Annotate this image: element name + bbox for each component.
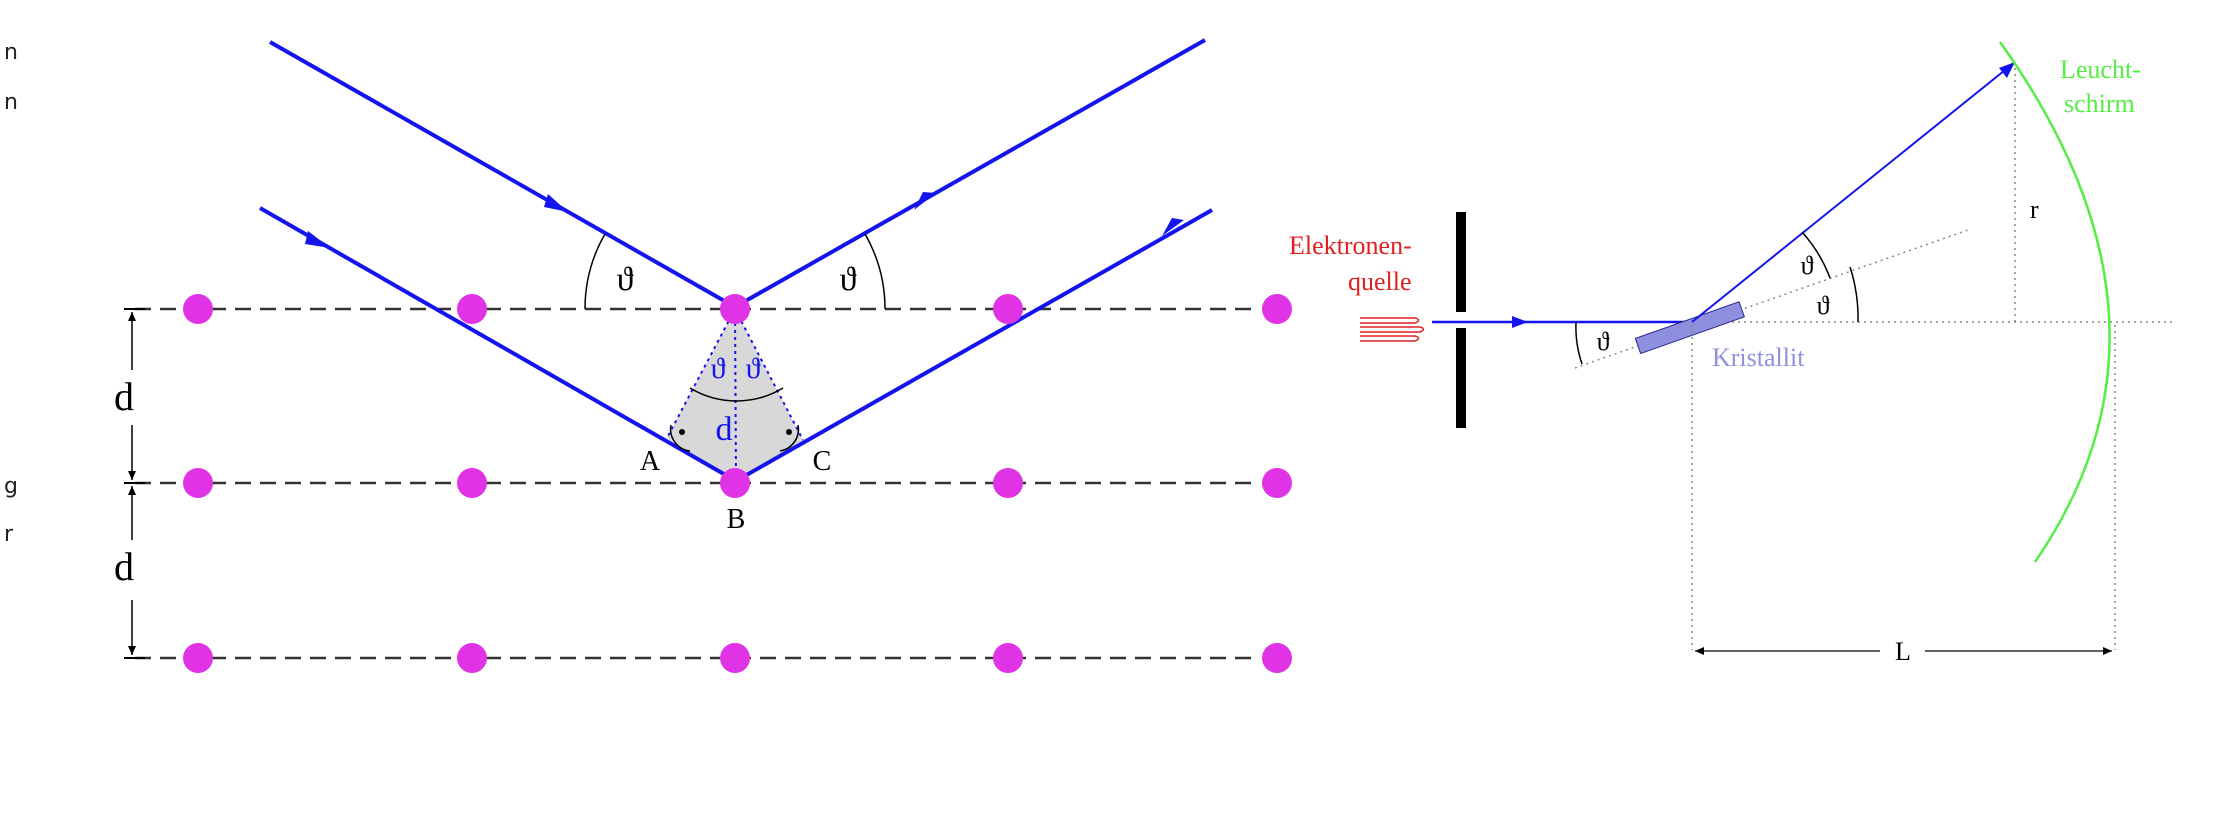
angle-arc-right xyxy=(864,233,886,310)
electron-diffraction-apparatus: Elektronen- quelle Kristallit ϑ ϑ xyxy=(1289,41,2175,666)
lattice-atom xyxy=(993,294,1023,324)
incident-beam-upper xyxy=(269,40,736,309)
point-label-A: A xyxy=(640,446,661,477)
right-angle-dot-A xyxy=(679,429,685,435)
beam-arrowhead-4 xyxy=(1162,218,1184,236)
source-label-line2: quelle xyxy=(1348,267,1412,296)
right-angle-mark-C xyxy=(779,424,800,452)
beam-arrowhead-1 xyxy=(544,194,568,212)
diffracted-beam xyxy=(1691,61,2016,323)
r-label: r xyxy=(2030,195,2039,224)
spacing-label-inner: d xyxy=(716,411,733,448)
lattice-atom xyxy=(457,468,487,498)
lattice-atom xyxy=(993,643,1023,673)
lattice-atom xyxy=(183,294,213,324)
lattice-atom xyxy=(1262,294,1292,324)
point-label-C: C xyxy=(813,446,832,477)
incident-beam-arrowhead xyxy=(1512,316,1528,328)
reflected-beam-upper xyxy=(734,38,1206,309)
lattice-atoms xyxy=(183,294,1292,673)
screen-label-line1: Leucht- xyxy=(2060,55,2141,84)
screen-label-line2: schirm xyxy=(2064,89,2135,118)
L-label: L xyxy=(1895,637,1911,666)
edge-text-4: r xyxy=(4,522,14,547)
apparatus-theta-1: ϑ xyxy=(1801,251,1814,280)
theta-label-left: ϑ xyxy=(617,261,634,298)
apparatus-theta-2: ϑ xyxy=(1817,291,1830,320)
aperture-upper xyxy=(1456,212,1466,312)
electron-source-icon xyxy=(1360,317,1425,342)
lattice-atom xyxy=(457,294,487,324)
incident-beam-lower xyxy=(259,206,737,483)
theta-label-right: ϑ xyxy=(840,261,857,298)
aperture-lower xyxy=(1456,328,1466,428)
apparatus-theta-3: ϑ xyxy=(1597,327,1610,356)
edge-text-2: n xyxy=(4,90,18,115)
apparatus-angle-arc-1 xyxy=(1801,231,1831,279)
lattice-atom xyxy=(1262,643,1292,673)
angle-arc-left xyxy=(584,233,606,310)
luminescent-screen xyxy=(1998,41,2111,563)
inner-angle-arc xyxy=(689,387,784,402)
lattice-atom xyxy=(1262,468,1292,498)
apparatus-angle-arc-2 xyxy=(1849,266,1859,323)
spacing-label-2: d xyxy=(114,544,134,589)
lattice-atom xyxy=(183,468,213,498)
source-label-line1: Elektronen- xyxy=(1289,231,1412,260)
construction-lines xyxy=(666,308,804,484)
apparatus-angle-arc-3 xyxy=(1575,321,1583,365)
right-angle-mark-A xyxy=(669,424,691,452)
reflected-beam-lower xyxy=(735,208,1213,483)
lattice-atom xyxy=(720,468,750,498)
point-label-B: B xyxy=(727,504,746,535)
edge-text-3: g xyxy=(4,474,18,499)
lattice-atom xyxy=(720,294,750,324)
crystallite xyxy=(1634,301,1745,355)
theta-inner-left: ϑ xyxy=(711,352,726,385)
crystallite-label: Kristallit xyxy=(1712,343,1805,372)
lattice-atom xyxy=(457,643,487,673)
edge-text-1: n xyxy=(4,40,18,65)
lattice-atom xyxy=(993,468,1023,498)
beam-arrowhead-2 xyxy=(914,192,936,210)
beam-arrowhead-3 xyxy=(305,231,330,248)
diffracted-beam-arrowhead xyxy=(1999,62,2015,78)
lattice-atom xyxy=(720,643,750,673)
lattice-atom xyxy=(183,643,213,673)
spacing-label-1: d xyxy=(114,374,134,419)
right-angle-dot-C xyxy=(786,429,792,435)
bragg-reflection-diagram: d d ϑ ϑ xyxy=(114,38,1292,673)
theta-inner-right: ϑ xyxy=(746,352,761,385)
